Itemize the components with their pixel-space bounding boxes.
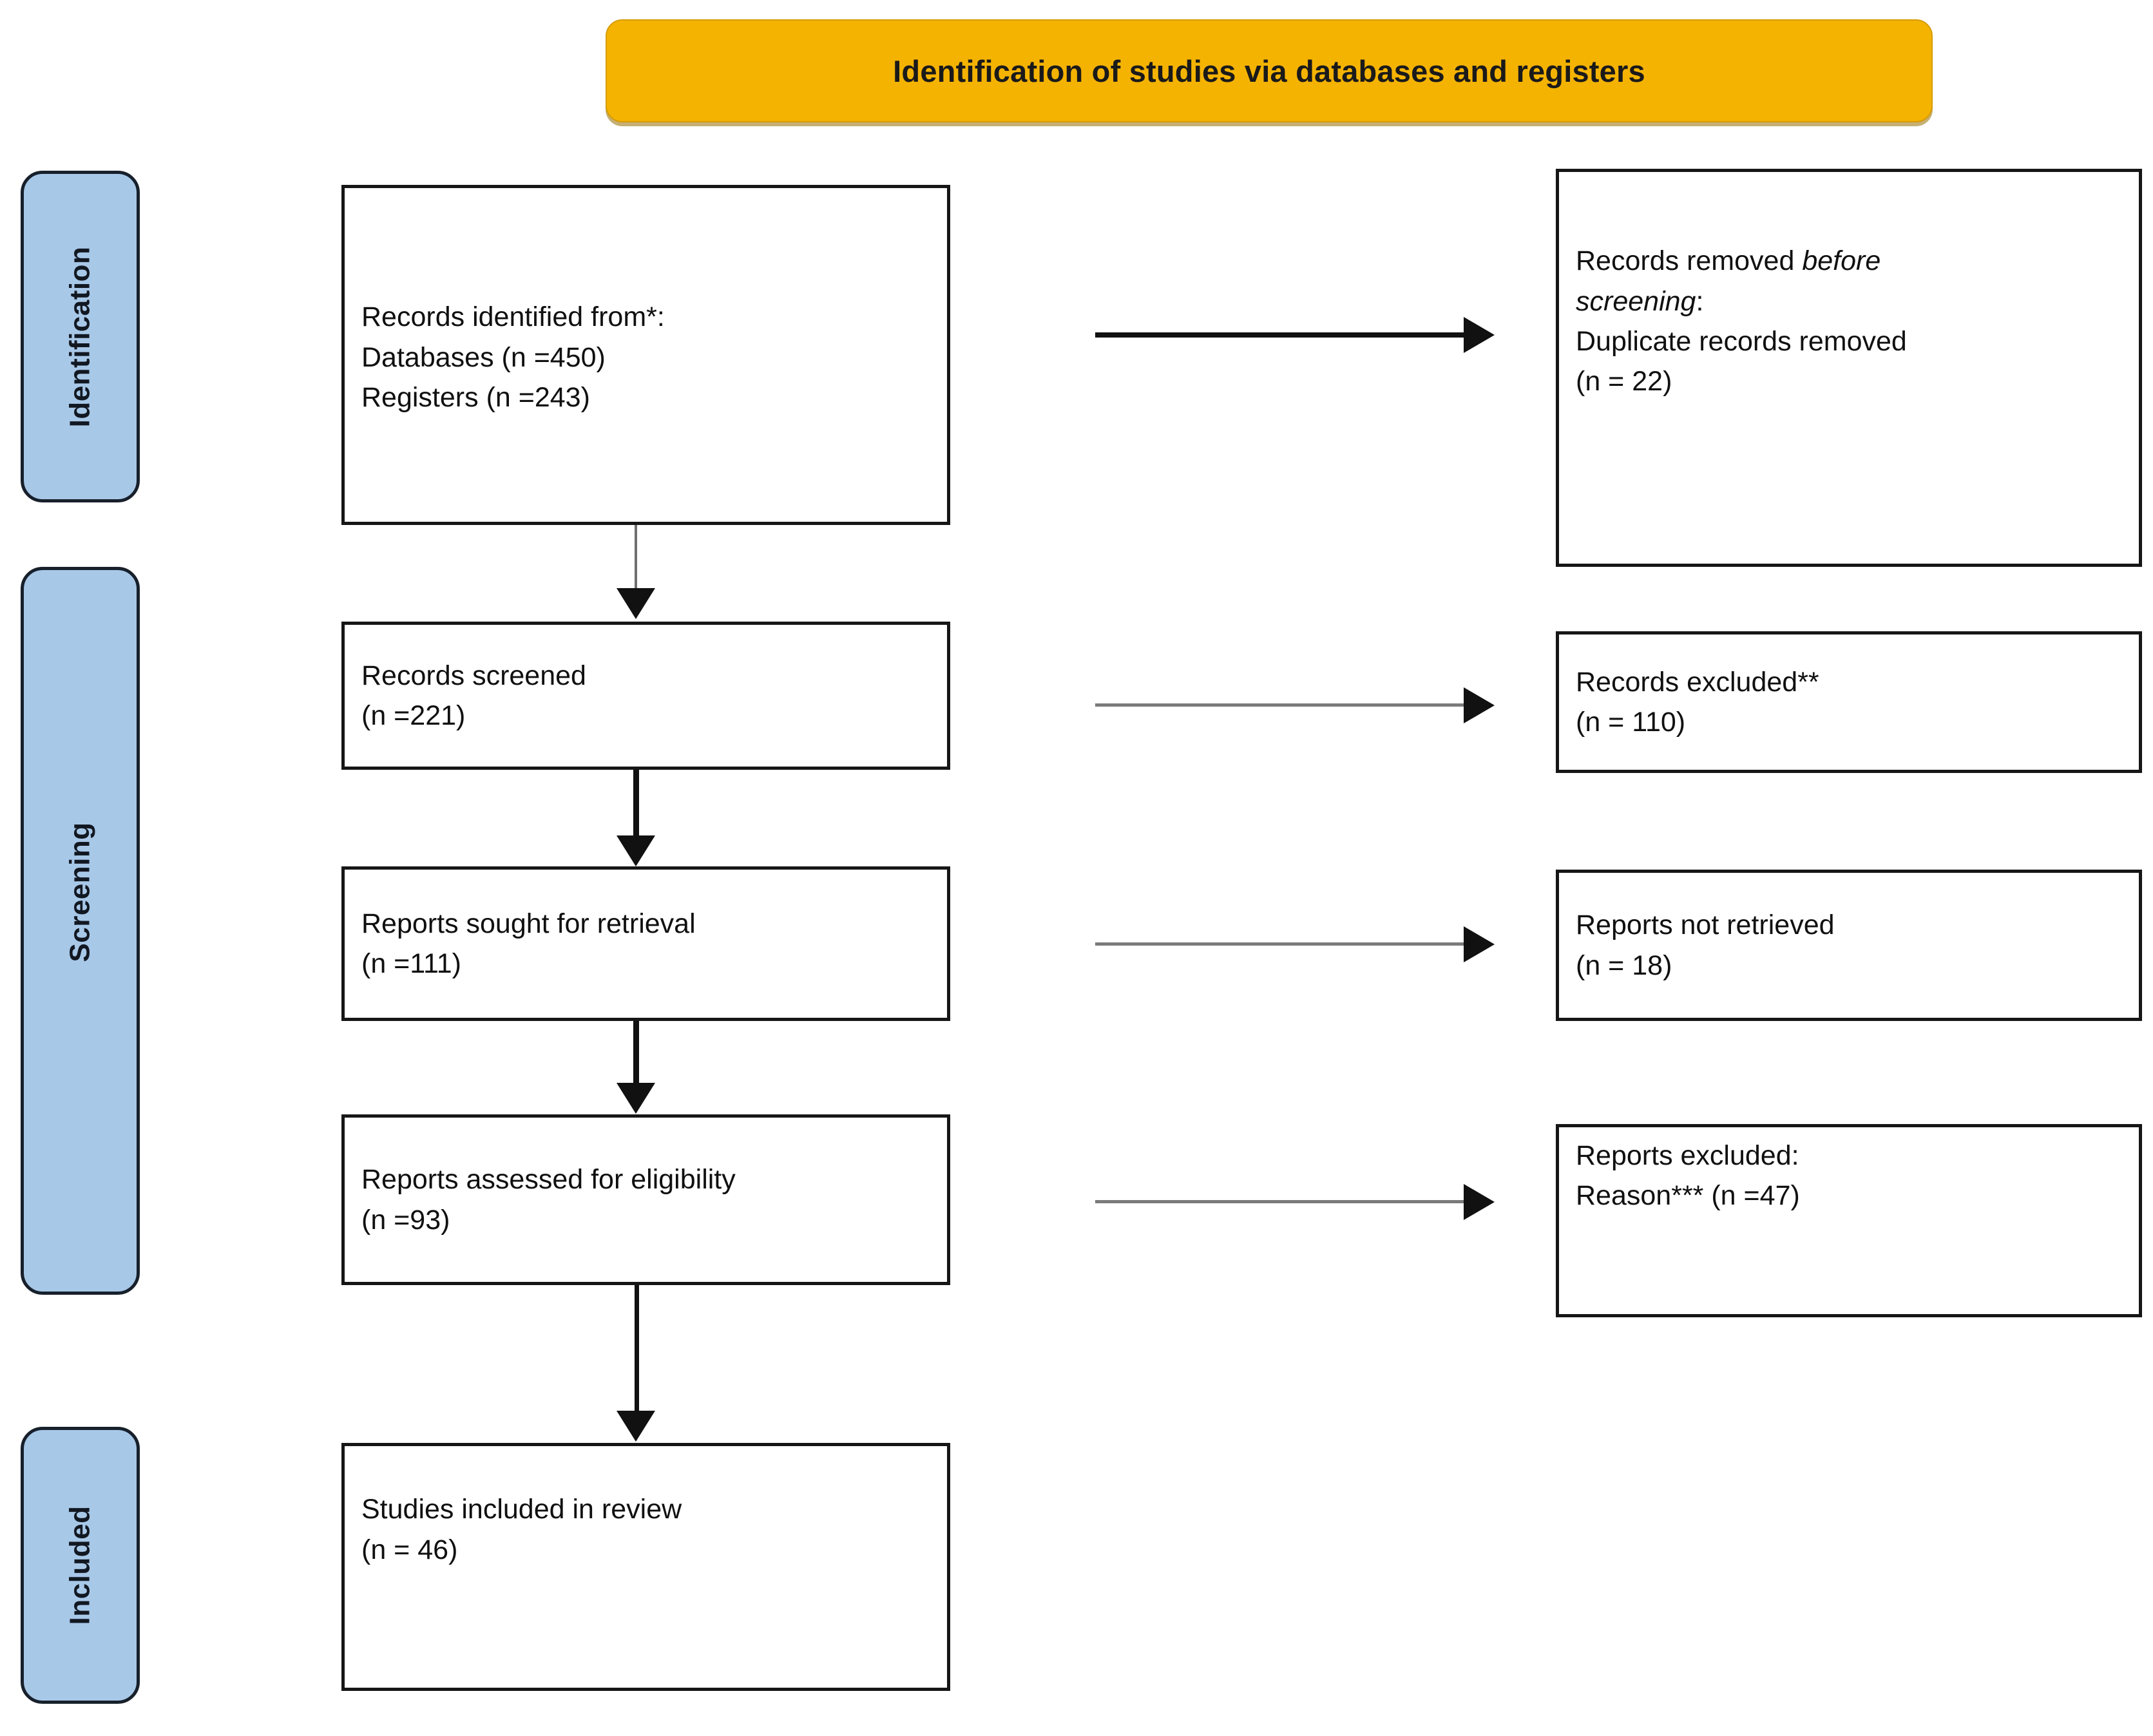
studies-included-line-2: (n = 46): [361, 1534, 458, 1565]
diagram-header-banner: Identification of studies via databases …: [606, 19, 1933, 122]
records-identified-line-2: Databases (n =450): [361, 341, 606, 373]
records-screened-line-1: Records screened: [361, 660, 586, 691]
box-reports-not-retrieved: Reports not retrieved (n = 18): [1556, 870, 2142, 1021]
page-title: Identification of studies via databases …: [893, 53, 1645, 88]
records-identified-line-3: Registers (n =243): [361, 382, 590, 414]
stage-tab-screening: Screening: [21, 567, 140, 1295]
reports-not-retrieved-line-2: (n = 18): [1576, 949, 1672, 981]
records-removed-line-3: Duplicate records removed: [1576, 326, 1907, 357]
records-removed-line-2-italic: screening: [1576, 285, 1696, 317]
records-excluded-line-1: Records excluded**: [1576, 666, 1819, 698]
records-removed-line-1-prefix: Records removed: [1576, 245, 1803, 277]
records-removed-line-1-italic: before: [1802, 245, 1881, 277]
box-records-identified: Records identified from*: Databases (n =…: [341, 185, 950, 525]
reports-excluded-line-1: Reports excluded:: [1576, 1140, 1799, 1171]
records-removed-line-2: screening:: [1576, 281, 2122, 321]
records-removed-line-2-suffix: :: [1696, 285, 1704, 317]
stage-label-identification: Identification: [64, 246, 96, 427]
records-removed-line-1: Records removed before: [1576, 241, 2122, 281]
studies-included-line-1: Studies included in review: [361, 1494, 682, 1525]
records-removed-line-4: (n = 22): [1576, 366, 1672, 397]
reports-sought-line-1: Reports sought for retrieval: [361, 908, 696, 939]
reports-assessed-line-2: (n =93): [361, 1204, 450, 1235]
reports-not-retrieved-line-1: Reports not retrieved: [1576, 910, 1835, 941]
records-excluded-line-2: (n = 110): [1576, 707, 1686, 738]
reports-assessed-line-1: Reports assessed for eligibility: [361, 1164, 736, 1196]
reports-sought-line-2: (n =111): [361, 948, 461, 979]
stage-tab-identification: Identification: [21, 171, 140, 502]
stage-tab-included: Included: [21, 1427, 140, 1704]
records-identified-line-1: Records identified from*:: [361, 301, 665, 333]
box-records-removed-before-screening: Records removed before screening: Duplic…: [1556, 169, 2142, 567]
stage-label-screening: Screening: [64, 822, 96, 962]
records-screened-line-2: (n =221): [361, 700, 466, 731]
box-reports-excluded: Reports excluded: Reason*** (n =47): [1556, 1124, 2142, 1317]
box-reports-sought-for-retrieval: Reports sought for retrieval (n =111): [341, 866, 950, 1021]
box-reports-assessed-for-eligibility: Reports assessed for eligibility (n =93): [341, 1114, 950, 1285]
stage-label-included: Included: [64, 1505, 96, 1625]
box-studies-included-in-review: Studies included in review (n = 46): [341, 1443, 950, 1691]
box-records-excluded: Records excluded** (n = 110): [1556, 631, 2142, 773]
box-records-screened: Records screened (n =221): [341, 622, 950, 770]
reports-excluded-line-2: Reason*** (n =47): [1576, 1180, 1800, 1211]
